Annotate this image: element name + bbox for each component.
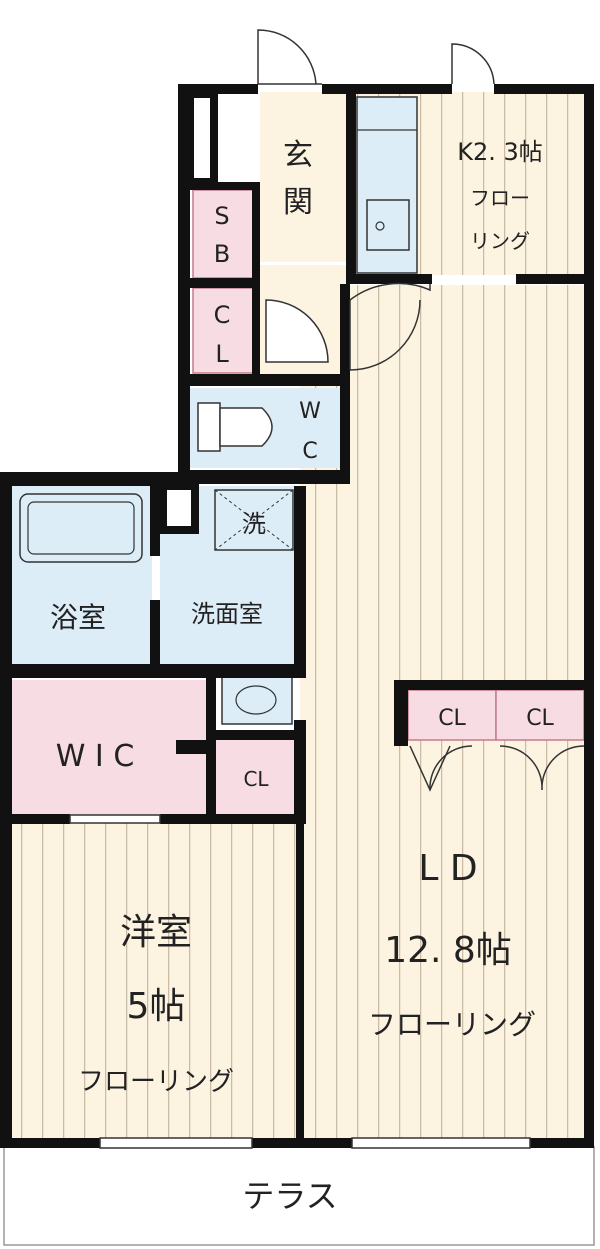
hall-closet-label-1: C: [214, 301, 231, 329]
small-closet-area: [216, 740, 300, 815]
walk-in-closet-area: [12, 680, 208, 815]
small-closet-label: CL: [243, 767, 269, 791]
terrace-label: テラス: [242, 1177, 337, 1215]
living-dining-name: L D: [418, 848, 477, 889]
ld-closet-right-label: CL: [526, 706, 554, 731]
western-room-floor: フローリング: [78, 1067, 234, 1097]
toilet-label-1: W: [299, 399, 321, 424]
walk-in-closet-label: W I C: [56, 739, 135, 774]
western-room-floor: [12, 822, 300, 1140]
toilet-label-2: C: [302, 439, 317, 464]
kitchen-floor-2: リング: [470, 229, 530, 253]
entrance-floor: [260, 92, 350, 262]
entrance-label-1: 玄: [283, 138, 313, 173]
living-dining-floor: フローリング: [368, 1008, 536, 1041]
windows: [69, 814, 531, 1149]
washroom-label: 洗面室: [191, 600, 263, 628]
doors: [257, 29, 585, 792]
vanity-sink: [221, 675, 293, 725]
shoe-box-label-1: S: [214, 202, 229, 230]
bathtub: [19, 493, 143, 563]
shoe-box-label-2: B: [214, 240, 230, 268]
washer-label: 洗: [242, 510, 266, 538]
western-room-size: 5帖: [127, 986, 186, 1027]
entrance-label-2: 関: [283, 185, 313, 220]
terrace-area: [3, 1146, 595, 1246]
ld-closet-left-area: [407, 689, 497, 741]
ld-closet-right-area: [495, 689, 585, 741]
western-room-name: 洋室: [120, 912, 192, 953]
hall-closet-label-2: L: [215, 340, 229, 368]
walls: [0, 84, 594, 1148]
kitchen-size: K2. 3帖: [457, 138, 543, 166]
bathroom-label: 浴室: [50, 601, 106, 634]
kitchen-sink: [366, 199, 410, 251]
ld-closet-left-label: CL: [438, 706, 466, 731]
kitchen-floor-1: フロー: [470, 186, 530, 210]
living-dining-size: 12. 8帖: [384, 930, 512, 971]
